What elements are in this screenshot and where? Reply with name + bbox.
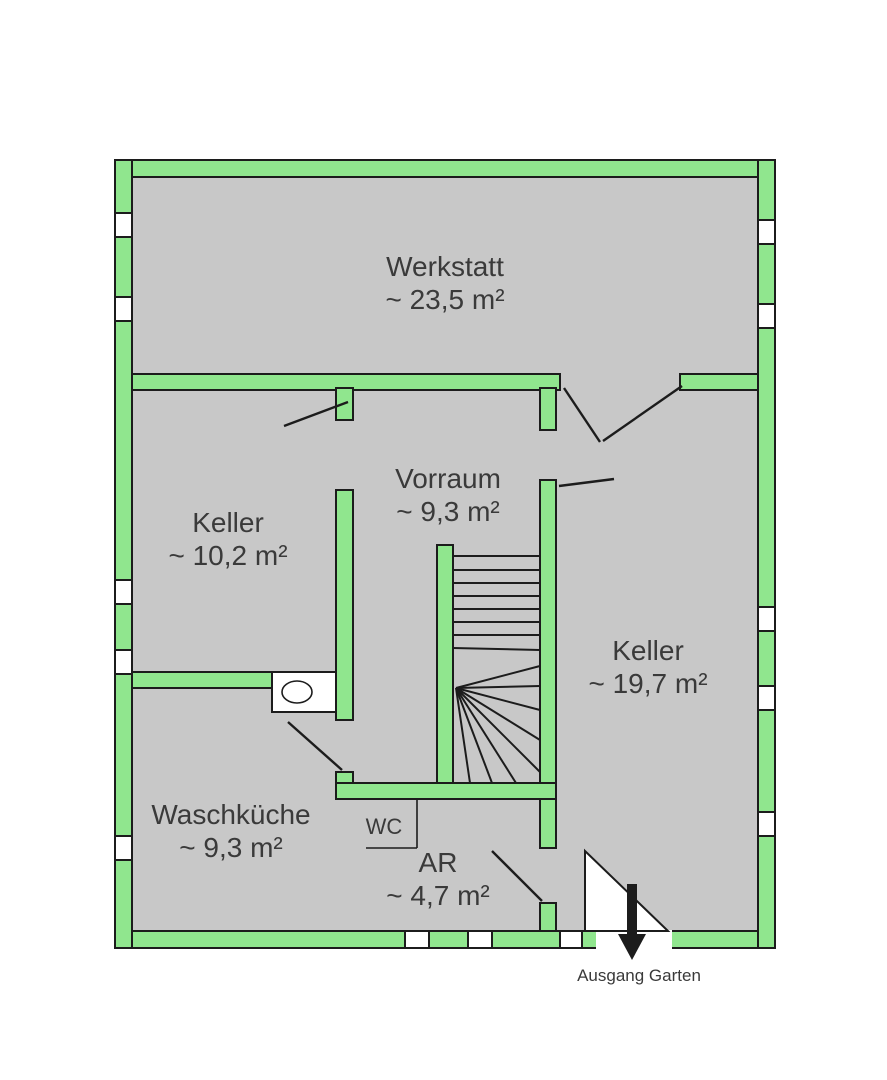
door-keller-right <box>558 477 615 488</box>
room-name: Keller <box>192 507 264 538</box>
wall-ar-right-lower <box>539 902 557 932</box>
room-label-ar: AR ~ 4,7 m² <box>386 846 489 912</box>
stair-winder-line <box>455 687 541 741</box>
outer-wall-left <box>114 159 133 949</box>
wall-stair-left <box>436 544 454 784</box>
room-label-werkstatt: Werkstatt ~ 23,5 m² <box>385 250 504 316</box>
stair-winder-line <box>455 685 541 689</box>
outer-wall-top <box>114 159 776 178</box>
stair-winder-line <box>455 687 493 784</box>
staircase <box>452 555 541 784</box>
room-label-vorraum: Vorraum ~ 9,3 m² <box>395 462 501 528</box>
window-bottom-1 <box>404 930 430 949</box>
room-name: Keller <box>612 635 684 666</box>
room-name: Waschküche <box>151 799 311 830</box>
room-area: ~ 9,3 m² <box>179 832 283 863</box>
window-left-4 <box>114 649 133 675</box>
wall-stub-vorraum-right <box>539 387 557 431</box>
window-bottom-2 <box>467 930 493 949</box>
room-name: WC <box>365 814 403 839</box>
window-right-4 <box>757 685 776 711</box>
room-area: ~ 10,2 m² <box>168 540 288 571</box>
stair-winder-line <box>455 665 541 689</box>
wall-keller-waschkueche <box>131 671 273 689</box>
window-left-5 <box>114 835 133 861</box>
window-right-5 <box>757 811 776 837</box>
room-label-keller-left: Keller ~ 10,2 m² <box>168 506 287 572</box>
outer-wall-bottom <box>114 930 776 949</box>
door-werkstatt-left-leaf <box>563 387 601 443</box>
door-keller-left <box>283 400 349 428</box>
wall-stair-right <box>539 479 557 784</box>
window-left-2 <box>114 296 133 322</box>
garden-exit-arrow <box>618 884 646 960</box>
room-area: ~ 19,7 m² <box>588 668 708 699</box>
outer-walls <box>114 159 776 949</box>
window-right-1 <box>757 219 776 245</box>
room-area: ~ 23,5 m² <box>385 284 505 315</box>
room-label-keller-right: Keller ~ 19,7 m² <box>588 634 707 700</box>
wc-partition <box>366 799 418 849</box>
exit-stairs <box>584 848 671 932</box>
stair-winder-line <box>452 647 541 651</box>
stair-winder-line <box>455 687 471 784</box>
garden-exit <box>618 884 646 960</box>
interior-walls <box>131 373 759 932</box>
door-ar <box>491 850 543 902</box>
wall-keller-vorraum <box>335 489 354 721</box>
room-label-waschkueche: Waschküche ~ 9,3 m² <box>151 798 310 864</box>
window-right-3 <box>757 606 776 632</box>
stair-winder-line <box>455 687 541 773</box>
wall-ar-right-upper <box>539 798 557 849</box>
wall-above-ar <box>335 782 557 800</box>
window-left-1 <box>114 212 133 238</box>
door-waschkueche <box>287 721 343 771</box>
doors <box>283 385 683 902</box>
stair-winder-line <box>455 687 517 784</box>
room-area: ~ 9,3 m² <box>396 496 500 527</box>
exit-label-text: Ausgang Garten <box>577 966 701 985</box>
stair-outline <box>452 555 541 784</box>
room-name: Vorraum <box>395 463 501 494</box>
room-name: Werkstatt <box>386 251 504 282</box>
exit-stairs-triangle <box>584 848 671 932</box>
washbasin <box>271 671 337 713</box>
door-werkstatt-right-leaf <box>602 385 683 442</box>
window-right-2 <box>757 303 776 329</box>
wall-werkstatt-divider-right <box>679 373 759 391</box>
outer-wall-right <box>757 159 776 949</box>
window-bottom-3 <box>559 930 583 949</box>
room-area: ~ 4,7 m² <box>386 880 490 911</box>
exit-label: Ausgang Garten <box>577 966 701 986</box>
windows <box>114 212 776 949</box>
washbasin-bowl <box>281 680 313 704</box>
stair-winder-line <box>455 687 541 711</box>
window-left-3 <box>114 579 133 605</box>
room-label-wc: WC <box>366 815 403 839</box>
room-name: AR <box>418 847 458 878</box>
